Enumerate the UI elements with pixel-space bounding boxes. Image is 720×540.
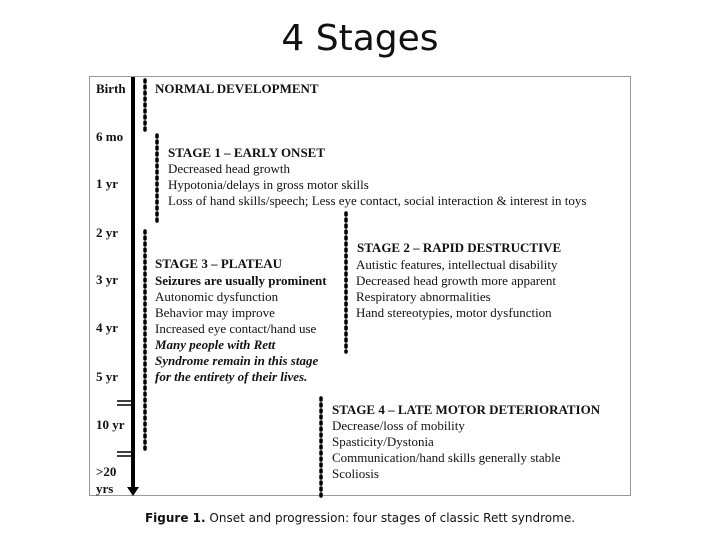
time-axis-arrow (127, 77, 139, 496)
timeline-label-yrs: yrs (96, 481, 114, 496)
stage4-title: STAGE 4 – LATE MOTOR DETERIORATION (332, 402, 601, 417)
stage4-line: Scoliosis (332, 466, 379, 481)
stage3-line: Autonomic dysfunction (155, 289, 279, 304)
timeline-label-2yr: 2 yr (96, 225, 119, 240)
figure-frame (89, 76, 631, 496)
stage4-line: Spasticity/Dystonia (332, 434, 434, 449)
stage3-note-line: for the entirety of their lives. (155, 369, 308, 384)
normal-development-label: NORMAL DEVELOPMENT (155, 81, 319, 96)
axis-break-marks (117, 400, 135, 457)
stage2-line: Respiratory abnormalities (356, 289, 491, 304)
stage2-line: Autistic features, intellectual disabili… (356, 257, 558, 272)
stage4-line: Decrease/loss of mobility (332, 418, 465, 433)
slide-title: 4 Stages (281, 18, 439, 59)
stage3-line: Increased eye contact/hand use (155, 321, 317, 336)
timeline-label-1yr: 1 yr (96, 176, 119, 191)
stage1-title: STAGE 1 – EARLY ONSET (168, 145, 326, 160)
stage1-line: Hypotonia/delays in gross motor skills (168, 177, 369, 192)
stage2-title: STAGE 2 – RAPID DESTRUCTIVE (357, 240, 562, 255)
stage2-line: Hand stereotypies, motor dysfunction (356, 305, 552, 320)
stage3-note-line: Many people with Rett (155, 337, 276, 352)
figure-caption: Figure 1. Onset and progression: four st… (0, 511, 720, 525)
timeline-label-5yr: 5 yr (96, 369, 119, 384)
timeline-label-10yr: 10 yr (96, 417, 125, 432)
stage4-line: Communication/hand skills generally stab… (332, 450, 561, 465)
stage2-line: Decreased head growth more apparent (356, 273, 556, 288)
stage3-note-line: Syndrome remain in this stage (155, 353, 319, 368)
figure-caption-text: Onset and progression: four stages of cl… (209, 511, 576, 525)
timeline-label-3yr: 3 yr (96, 272, 119, 287)
stage1-line: Loss of hand skills/speech; Less eye con… (168, 193, 587, 208)
figure-caption-label: Figure 1. (144, 511, 206, 525)
timeline-label-4yr: 4 yr (96, 320, 119, 335)
timeline-label-6mo: 6 mo (96, 129, 124, 144)
stage3-line: Seizures are usually prominent (155, 273, 327, 288)
stage3-title: STAGE 3 – PLATEAU (155, 256, 283, 271)
timeline-label-birth: Birth (96, 81, 126, 96)
timeline-label-20: >20 (96, 464, 117, 479)
stage3-line: Behavior may improve (155, 305, 275, 320)
stage1-line: Decreased head growth (168, 161, 290, 176)
